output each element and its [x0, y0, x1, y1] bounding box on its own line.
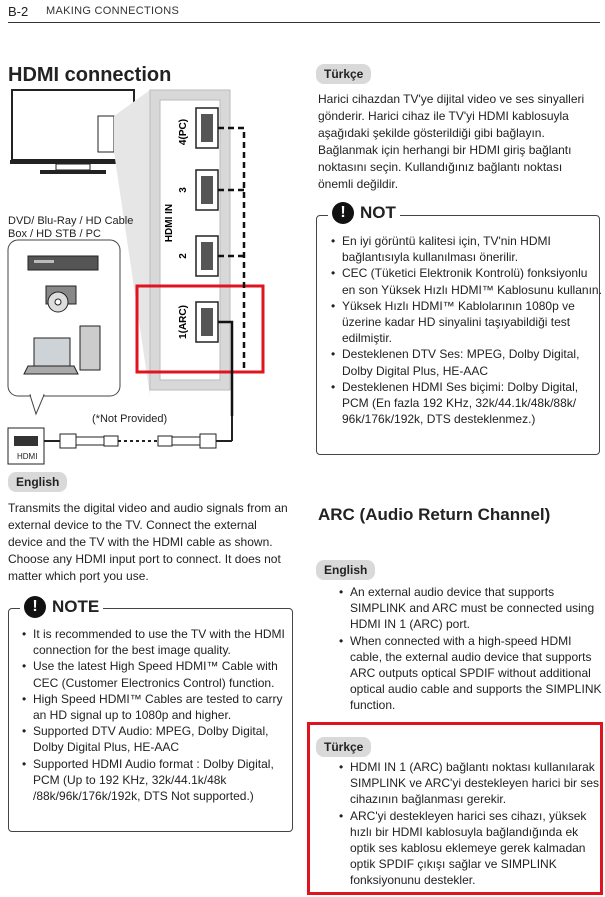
list-item: Use the latest High Speed HDMI™ Cable wi…	[22, 658, 298, 690]
section-title: MAKING CONNECTIONS	[46, 5, 180, 17]
not-provided-label: (*Not Provided)	[92, 413, 168, 425]
port-label-1-arc: 1(ARC)	[178, 305, 189, 339]
dvd-player-icon	[27, 255, 99, 271]
cable-line	[218, 320, 234, 416]
hdmi-port-2[interactable]	[195, 235, 219, 277]
english-badge: English	[8, 472, 68, 492]
list-item: Yüksek Hızlı HDMI™ Kablolarının 1080p ve…	[331, 298, 604, 347]
hdmi-port-4[interactable]	[195, 107, 219, 149]
arc-english-badge: English	[316, 560, 376, 580]
page-header: B-2 MAKING CONNECTIONS	[8, 0, 600, 23]
list-item: ARC'yi destekleyen harici ses cihazı, yü…	[339, 808, 602, 889]
page-title: HDMI connection	[8, 64, 172, 86]
turkce-badge: Türkçe	[316, 64, 372, 84]
hdmi-cable	[44, 416, 233, 449]
list-item: Desteklenen HDMI Ses biçimi: Dolby Digit…	[331, 379, 604, 428]
arc-turkce-list: HDMI IN 1 (ARC) bağlantı noktası kullanı…	[336, 759, 602, 889]
source-device-label: DVD/ Blu-Ray / HD Cable Box / HD STB / P…	[8, 215, 134, 240]
page-number: B-2	[8, 4, 29, 19]
list-item: High Speed HDMI™ Cables are tested to ca…	[22, 691, 298, 723]
english-description: Transmits the digital video and audio si…	[8, 501, 288, 583]
arc-port-highlight	[135, 284, 265, 374]
note-header: ! NOTE	[20, 596, 104, 618]
disc-icon	[45, 285, 77, 313]
arc-title: ARC (Audio Return Channel)	[318, 505, 551, 524]
dashed-cable-lines	[218, 126, 246, 372]
zoom-wedge	[114, 90, 150, 396]
arc-english-list: An external audio device that supports S…	[336, 584, 605, 714]
list-item: HDMI IN 1 (ARC) bağlantı noktası kullanı…	[339, 759, 602, 808]
note-list: It is recommended to use the TV with the…	[19, 626, 298, 804]
port-label-4: 4(PC)	[178, 119, 189, 145]
not-title: NOT	[360, 203, 396, 222]
not-header: ! NOT	[328, 202, 400, 224]
port-label-2: 2	[178, 253, 189, 259]
list-item: An external audio device that supports S…	[339, 584, 605, 633]
arc-turkce-badge: Türkçe	[316, 737, 372, 757]
list-item: CEC (Tüketici Elektronik Kontrolü) fonks…	[331, 265, 604, 297]
hdmi-port-3[interactable]	[195, 169, 219, 211]
list-item: Supported HDMI Audio format : Dolby Digi…	[22, 756, 298, 805]
list-item: It is recommended to use the TV with the…	[22, 626, 298, 658]
hdmi-connection-diagram: 4(PC) 3 2 1(ARC) HDMI IN	[7, 89, 265, 465]
list-item: Desteklenen DTV Ses: MPEG, Dolby Digital…	[331, 346, 604, 378]
port-label-3: 3	[178, 187, 189, 193]
note-title: NOTE	[52, 597, 100, 616]
hdmi-in-label: HDMI IN	[164, 204, 175, 242]
tv-illustration	[10, 89, 136, 174]
list-item: En iyi görüntü kalitesi için, TV'nin HDM…	[331, 233, 604, 265]
hdmi-port-1-arc[interactable]	[195, 301, 219, 343]
exclamation-icon: !	[24, 596, 46, 618]
turkce-description: Harici cihazdan TV'ye dijital video ve s…	[318, 92, 585, 191]
list-item: When connected with a high-speed HDMI ca…	[339, 633, 605, 714]
hdmi-port-label: HDMI	[17, 452, 38, 461]
exclamation-icon: !	[332, 202, 354, 224]
laptop-icon	[23, 325, 101, 375]
list-item: Supported DTV Audio: MPEG, Dolby Digital…	[22, 723, 298, 755]
not-list: En iyi görüntü kalitesi için, TV'nin HDM…	[328, 233, 604, 427]
